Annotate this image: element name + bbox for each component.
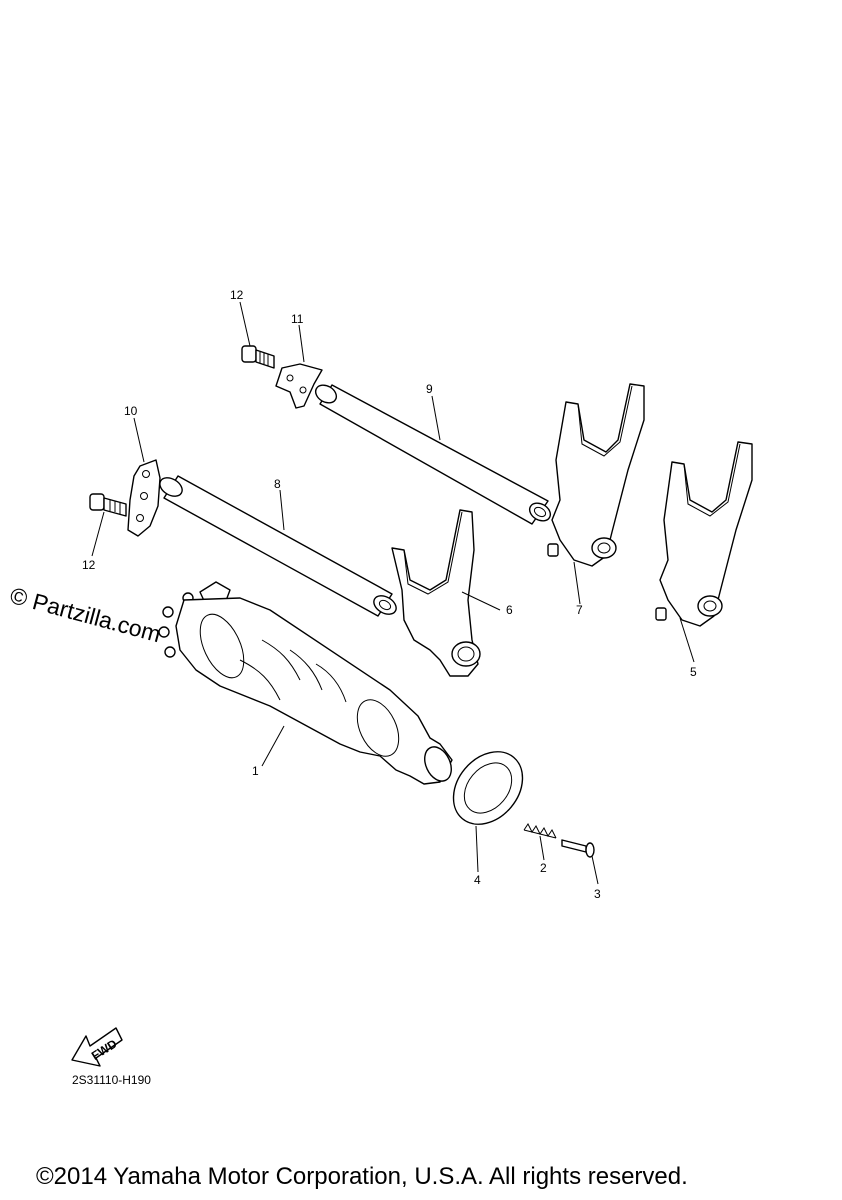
callout-10: 10 [124,404,138,418]
callout-4: 4 [474,873,481,887]
callout-9: 9 [426,382,433,396]
shift-drum-1 [158,581,453,785]
copyright-footer: ©2014 Yamaha Motor Corporation, U.S.A. A… [36,1163,688,1190]
plate-11 [275,363,323,409]
diagram-code: 2S31110-H190 [72,1073,151,1087]
callout-labels: 12 11 9 10 8 12 6 7 5 1 4 2 3 [82,288,697,901]
shift-fork-5 [655,441,753,627]
callout-12-lower: 12 [82,558,96,572]
bolt-12-upper [241,345,275,369]
callout-11: 11 [291,312,304,326]
callout-6: 6 [506,603,513,617]
bolt-12-lower [89,493,127,517]
bearing-4 [452,751,524,825]
shaft-9 [314,384,552,525]
fwd-arrow-icon: FWD [71,1027,123,1067]
callout-7: 7 [576,603,583,617]
callout-2: 2 [540,861,547,875]
leader-lines [91,301,695,885]
callout-5: 5 [690,665,697,679]
callout-12-upper: 12 [230,288,244,302]
plate-10 [127,459,161,537]
shaft-8 [159,475,397,617]
callout-8: 8 [274,477,281,491]
pin-3 [561,839,595,858]
shift-fork-7 [547,383,645,567]
spring-2 [523,823,557,839]
callout-3: 3 [594,887,601,901]
callout-1: 1 [252,764,259,778]
shift-fork-6 [391,509,481,677]
